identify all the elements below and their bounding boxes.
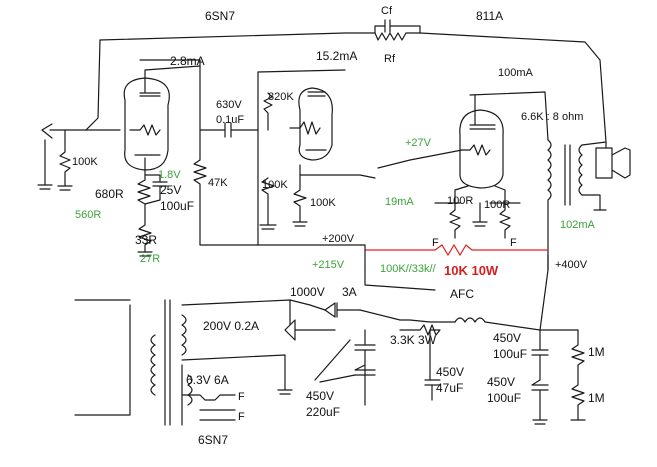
res-1m-b-label: 1M (588, 391, 605, 405)
res-680r-label: 680R (95, 187, 124, 201)
filament-f2: F (510, 237, 517, 249)
res-100r-b-label: 100R (484, 199, 510, 211)
rail-200v-label: +200V (322, 233, 355, 245)
cap-100b-voltage: 450V (487, 375, 515, 389)
cap-47-value: 47uF (436, 381, 463, 395)
current-second-label: 15.2mA (316, 49, 357, 63)
measured-27r: 27R (140, 253, 160, 265)
resistor-47k (193, 159, 366, 246)
cap-220-voltage: 450V (306, 389, 334, 403)
heater-label: 6.3V 6A (186, 373, 229, 387)
first-triode (123, 59, 201, 257)
res-10k-label: 10K 10W (444, 263, 499, 278)
coupling-cap-value: 0.1uF (216, 114, 244, 126)
feedback-network (85, 19, 607, 143)
cap-fb-label: Cf (381, 5, 393, 17)
output-tube (377, 91, 549, 239)
rail-400v-label: +400V (555, 259, 588, 271)
second-triode (257, 69, 376, 246)
res-1m-a-label: 1M (588, 345, 605, 359)
cap-220-value: 220uF (306, 405, 340, 419)
divider-label: 100K//33k// (380, 263, 437, 275)
afc-label: AFC (450, 287, 474, 301)
res-33r-label: 33R (135, 233, 157, 247)
measured-27v: +27V (405, 137, 432, 149)
diode-voltage-label: 1000V (290, 285, 325, 299)
output-transformer (547, 139, 631, 271)
measured-215v: +215V (312, 259, 345, 271)
res-100k-c-label: 100K (310, 197, 336, 209)
current-output-label: 100mA (498, 67, 534, 79)
filament-f1: F (432, 237, 439, 249)
fuse-label: 3A (342, 285, 357, 299)
measured-19ma: 19mA (385, 196, 414, 208)
filament-f3: F (238, 391, 245, 403)
res-100k-b-label: 100K (262, 179, 288, 191)
res-100r-a-label: 100R (447, 195, 473, 207)
transformer-secondary-label: 200V 0.2A (203, 319, 259, 333)
current-first-label: 2.8mA (170, 54, 205, 68)
res-33k-label: 3.3K 3W (390, 333, 437, 347)
coupling-cap (199, 122, 259, 138)
tube-driver-label: 6SN7 (205, 9, 235, 23)
output-transformer-label: 6.6K : 8 ohm (521, 111, 583, 123)
coupling-cap-voltage: 630V (216, 99, 242, 111)
res-47k-label: 47K (208, 177, 228, 189)
power-supply (74, 299, 586, 426)
measured-1-8v: 1.8V (158, 169, 181, 181)
bplus-rail (364, 243, 549, 331)
measured-560r: 560R (75, 209, 101, 221)
cap-100a-value: 100uF (493, 347, 527, 361)
tube-output-label: 811A (476, 9, 503, 23)
heater-tube-label: 6SN7 (198, 433, 228, 447)
filament-f4: F (238, 411, 245, 423)
res-fb-label: Rf (384, 53, 396, 65)
measured-102ma: 102mA (560, 219, 596, 231)
res-820k-label: 820K (268, 91, 294, 103)
cap-47-voltage: 450V (436, 365, 464, 379)
cap-cathode-voltage: 25V (160, 183, 181, 197)
cap-100b-value: 100uF (487, 391, 521, 405)
res-100k-grid-label: 100K (72, 156, 98, 168)
cap-100a-voltage: 450V (493, 331, 521, 345)
cap-cathode-value: 100uF (160, 199, 194, 213)
input-jack (37, 123, 121, 191)
